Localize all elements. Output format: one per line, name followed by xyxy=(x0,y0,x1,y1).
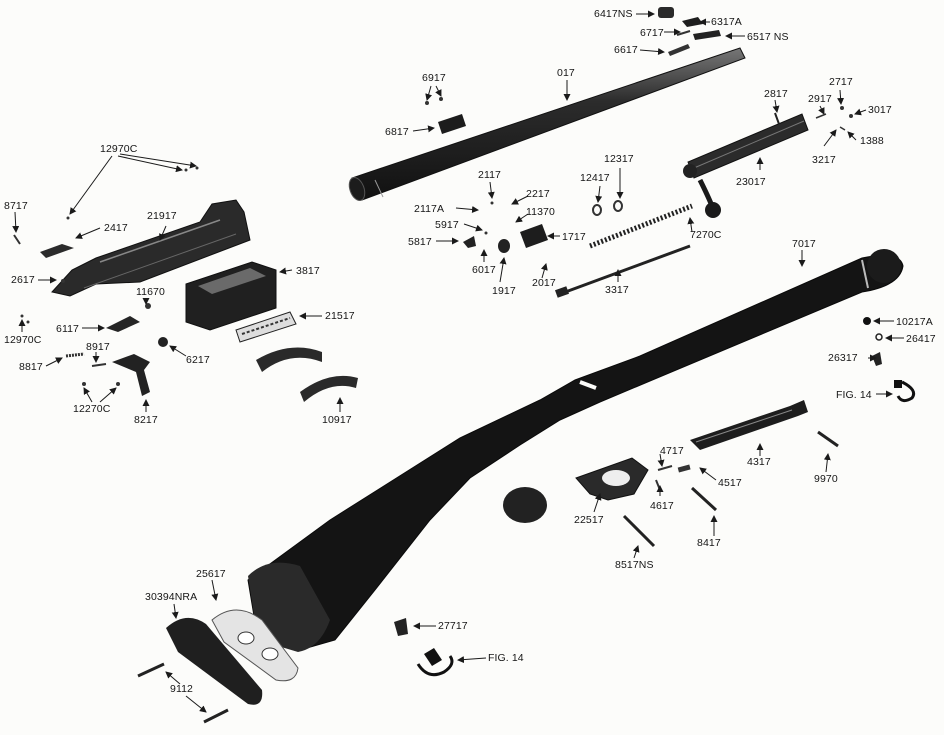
trigger-parts xyxy=(20,303,168,396)
part-label-8817: 8817 xyxy=(19,361,43,373)
part-label-6417ns: 6417NS xyxy=(594,8,633,20)
part-label-21917: 21917 xyxy=(147,210,177,222)
part-label-8217: 8217 xyxy=(134,414,158,426)
part-label-23017: 23017 xyxy=(736,176,766,188)
part-label-21517: 21517 xyxy=(325,310,355,322)
part-label-6617: 6617 xyxy=(614,44,638,56)
part-label-5817: 5817 xyxy=(408,236,432,248)
part-label-6517ns: 6517 NS xyxy=(747,31,789,43)
part-label-12970c-top: 12970C xyxy=(100,143,138,155)
part-label-2417: 2417 xyxy=(104,222,128,234)
part-label-fig14-right: FIG. 14 xyxy=(836,389,872,401)
guard-screws xyxy=(622,430,839,548)
part-label-2617: 2617 xyxy=(11,274,35,286)
bolt xyxy=(683,112,809,218)
part-label-26417: 26417 xyxy=(906,333,936,345)
part-label-4517: 4517 xyxy=(718,477,742,489)
part-label-12317: 12317 xyxy=(604,153,634,165)
barrel xyxy=(348,47,746,202)
part-label-22517: 22517 xyxy=(574,514,604,526)
part-label-2817: 2817 xyxy=(764,88,788,100)
part-label-1717: 1717 xyxy=(562,231,586,243)
receiver-housing xyxy=(13,166,251,297)
part-label-6117: 6117 xyxy=(56,323,79,335)
part-label-2917: 2917 xyxy=(808,93,832,105)
part-label-1917: 1917 xyxy=(492,285,516,297)
part-label-6017: 6017 xyxy=(472,264,496,276)
part-label-9970: 9970 xyxy=(814,473,838,485)
part-label-6917: 6917 xyxy=(422,72,446,84)
magazine-box xyxy=(185,261,277,331)
part-label-1388: 1388 xyxy=(860,135,884,147)
part-label-3017: 3017 xyxy=(868,104,892,116)
part-label-10217a: 10217A xyxy=(896,316,933,328)
part-label-2217: 2217 xyxy=(526,188,550,200)
part-label-8417: 8417 xyxy=(697,537,721,549)
part-label-4617: 4617 xyxy=(650,500,674,512)
part-label-11370: 11370 xyxy=(526,206,555,218)
firing-pin-assembly xyxy=(463,200,693,298)
trigger-guard xyxy=(575,457,649,501)
part-label-6717: 6717 xyxy=(640,27,664,39)
part-label-30394nra: 30394NRA xyxy=(145,591,198,603)
part-label-8917: 8917 xyxy=(86,341,110,353)
part-label-3217: 3217 xyxy=(812,154,836,166)
part-label-25617: 25617 xyxy=(196,568,226,580)
part-label-5917: 5917 xyxy=(435,219,459,231)
magazine-springs xyxy=(256,347,358,402)
part-label-6217: 6217 xyxy=(186,354,210,366)
bolt-small-parts xyxy=(815,106,853,131)
part-label-10917: 10917 xyxy=(322,414,352,426)
butt-screws xyxy=(137,662,229,724)
part-label-3317: 3317 xyxy=(605,284,629,296)
part-label-2017: 2017 xyxy=(532,277,556,289)
floorplate xyxy=(690,400,808,450)
part-label-2117a: 2117A xyxy=(414,203,445,215)
part-label-6317a: 6317A xyxy=(711,16,742,28)
part-label-3817: 3817 xyxy=(296,265,320,277)
part-label-2717: 2717 xyxy=(829,76,853,88)
part-label-12970c-left: 12970C xyxy=(4,334,42,346)
part-label-7270c: 7270C xyxy=(690,229,722,241)
part-label-11670: 11670 xyxy=(136,286,165,298)
part-label-12417: 12417 xyxy=(580,172,610,184)
rear-sight xyxy=(425,97,466,134)
magazine-follower xyxy=(235,311,297,343)
part-label-4317: 4317 xyxy=(747,456,771,468)
part-label-26317: 26317 xyxy=(828,352,858,364)
part-label-12270c: 12270C xyxy=(73,403,111,415)
part-label-27717: 27717 xyxy=(438,620,468,632)
part-label-8717: 8717 xyxy=(4,200,28,212)
part-label-017: 017 xyxy=(557,67,575,79)
part-label-fig14-bottom: FIG. 14 xyxy=(488,652,524,664)
part-label-2117: 2117 xyxy=(478,169,501,181)
leader-lines xyxy=(12,10,904,713)
part-label-6817: 6817 xyxy=(385,126,409,138)
part-label-9112: 9112 xyxy=(170,683,193,695)
part-label-7017: 7017 xyxy=(792,238,816,250)
part-label-4717: 4717 xyxy=(660,445,684,457)
butt-plate xyxy=(166,609,299,705)
part-label-8517ns: 8517NS xyxy=(615,559,654,571)
